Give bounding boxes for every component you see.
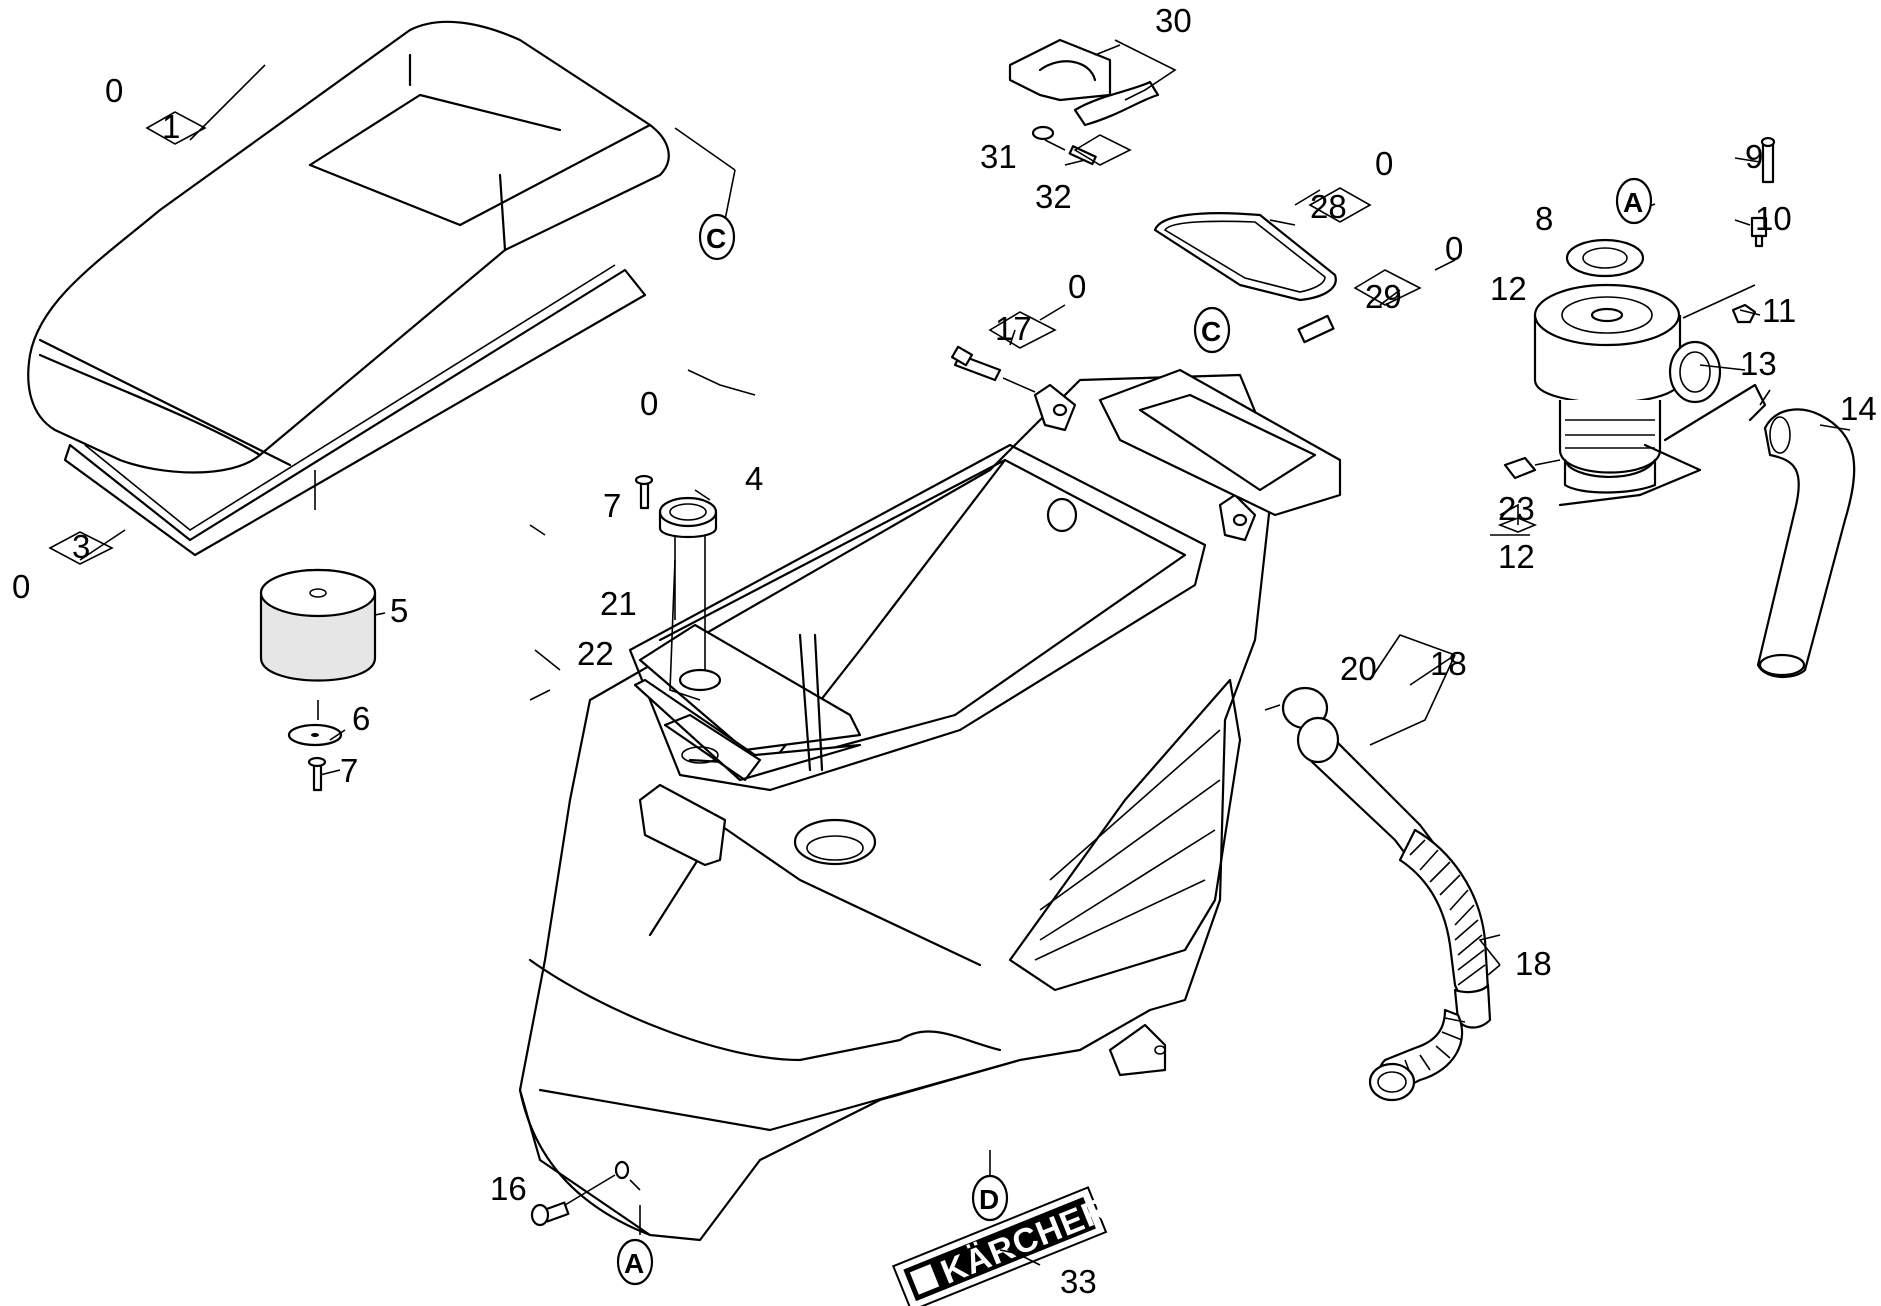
- leader-16: [564, 1174, 616, 1206]
- plate-29: [1297, 314, 1335, 344]
- leader-12: [1682, 284, 1756, 319]
- filter-assembly: [259, 470, 377, 792]
- callout-33: 33: [1060, 1263, 1097, 1300]
- marker-d-bottom: D: [971, 1174, 1009, 1222]
- marker-c-mid-text: C: [1201, 316, 1221, 347]
- screw-16: [530, 1160, 630, 1227]
- callout-30: 30: [1155, 2, 1192, 39]
- callout-21: 21: [600, 585, 637, 622]
- callout-17-zero: 0: [1068, 268, 1086, 305]
- callout-18-top: 18: [1430, 645, 1467, 682]
- marker-a-top: A: [1615, 177, 1653, 225]
- filter-insert: [633, 623, 862, 782]
- callout-0-tank: 0: [640, 385, 658, 422]
- bushing-10: [1750, 216, 1768, 248]
- recovery-tank: [518, 368, 1342, 1242]
- callout-29: 29: [1365, 278, 1402, 315]
- marker-d-bottom-text: D: [979, 1184, 999, 1215]
- callout-9: 9: [1745, 138, 1763, 175]
- callout-labels: 0 1 0 3 5 6 7 30 31 32 0 28 0 29 0 17 0 …: [12, 2, 1877, 1300]
- callout-4: 4: [745, 460, 763, 497]
- screw-7-mid: [634, 474, 654, 510]
- callout-32: 32: [1035, 178, 1072, 215]
- callout-14: 14: [1840, 390, 1877, 427]
- callout-3: 3: [72, 528, 90, 565]
- callout-28-zero: 0: [1375, 145, 1393, 182]
- callout-7-mid: 7: [603, 487, 621, 524]
- lid-cover: [27, 20, 670, 474]
- callout-8: 8: [1535, 200, 1553, 237]
- leader-17: [1002, 377, 1036, 393]
- marker-a-bottom: A: [616, 1238, 654, 1286]
- marker-c-top: C: [698, 213, 736, 261]
- callout-28: 28: [1310, 188, 1347, 225]
- marker-a-top-text: A: [1623, 187, 1643, 218]
- callout-11: 11: [1762, 292, 1796, 329]
- nut-11: [1731, 303, 1757, 324]
- callout-1: 1: [162, 108, 180, 145]
- callout-18-side: 18: [1515, 945, 1552, 982]
- callout-17: 17: [995, 310, 1032, 347]
- callout-29-zero: 0: [1445, 230, 1463, 267]
- callout-31: 31: [980, 138, 1017, 175]
- callout-6: 6: [352, 700, 370, 737]
- wire-13: [1663, 383, 1767, 442]
- callout-12-top: 12: [1490, 270, 1527, 307]
- callout-10: 10: [1755, 200, 1792, 237]
- callout-23: 23: [1498, 490, 1535, 527]
- callout-12-bottom: 12: [1498, 538, 1535, 575]
- lid-gasket: [63, 264, 647, 557]
- hose-18: [1281, 686, 1492, 1102]
- diamond-boxes: [48, 111, 1538, 565]
- vacuum-motor: [1533, 238, 1722, 507]
- callout-20: 20: [1340, 650, 1377, 687]
- callout-16: 16: [490, 1170, 527, 1207]
- connector-23: [1503, 456, 1561, 480]
- bolt-17: [950, 345, 1002, 382]
- hose-14: [1756, 408, 1856, 678]
- callout-22: 22: [577, 635, 614, 672]
- marker-c-mid: C: [1193, 306, 1231, 354]
- callout-13: 13: [1740, 345, 1777, 382]
- seal-ring: [1153, 212, 1337, 302]
- ring-4: [658, 496, 718, 538]
- marker-c-top-text: C: [706, 223, 726, 254]
- callout-0-top: 0: [105, 72, 123, 109]
- hose-clip-assembly: [1008, 38, 1160, 166]
- marker-a-bottom-text: A: [624, 1248, 644, 1279]
- standoff-9: [1760, 136, 1776, 184]
- callout-7-bottom: 7: [340, 752, 358, 789]
- callout-5: 5: [390, 592, 408, 629]
- callout-0-left: 0: [12, 568, 30, 605]
